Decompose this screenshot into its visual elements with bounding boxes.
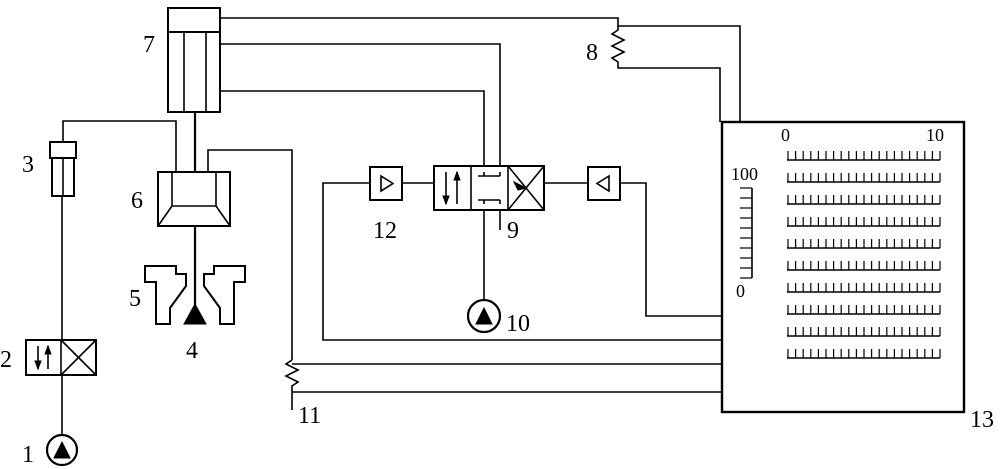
label-10: 10 [506, 311, 530, 337]
head-block-6 [157, 171, 231, 305]
label-9: 9 [507, 218, 519, 244]
recorder-row [787, 349, 941, 359]
sensor-8 [610, 26, 721, 122]
amplifier-feedback [587, 166, 621, 201]
amplifier-12 [369, 166, 403, 201]
label-5: 5 [129, 286, 141, 312]
line-head6-sensor11 [207, 149, 293, 360]
valve-9 [433, 165, 545, 211]
scale-side-min: 0 [736, 281, 745, 301]
line-cyl3-head6 [62, 120, 177, 172]
label-2: 2 [0, 347, 12, 373]
label-12: 12 [373, 218, 397, 244]
recorder-row [787, 195, 941, 205]
recorder-row [787, 305, 941, 315]
scale-top-min: 0 [781, 125, 790, 145]
line-cyl7-valve9-b [220, 90, 485, 166]
label-13: 13 [970, 407, 994, 433]
label-6: 6 [131, 188, 143, 214]
label-11: 11 [298, 403, 321, 429]
valve-2 [25, 339, 97, 376]
recorder-row [787, 261, 941, 271]
line-cyl7-top [220, 17, 741, 122]
label-4: 4 [186, 338, 198, 364]
cylinder-3 [49, 141, 77, 197]
line-amp-box13 [620, 182, 722, 317]
label-1: 1 [22, 442, 34, 468]
sensor-11 [284, 359, 722, 410]
die-5 [144, 265, 246, 325]
label-3: 3 [22, 152, 34, 178]
label-8: 8 [586, 40, 598, 66]
recorder-row [787, 151, 941, 161]
recorder-row [787, 283, 941, 293]
line-cyl7-valve9-a [220, 43, 501, 166]
scale-side-max: 100 [731, 164, 758, 184]
controller-13 [720, 120, 966, 414]
scale-top-max: 10 [926, 125, 944, 145]
pump-10 [466, 298, 502, 334]
label-7: 7 [143, 32, 155, 58]
cylinder-7 [167, 7, 221, 172]
recorder-row [787, 327, 941, 337]
recorder-row [787, 173, 941, 183]
line-amp12-box13 [322, 182, 722, 341]
recorder-rows [787, 151, 941, 359]
recorder-row [787, 239, 941, 249]
side-scale [740, 187, 753, 279]
recorder-row [787, 217, 941, 227]
tip-4 [183, 302, 207, 325]
pump-1 [45, 433, 79, 467]
